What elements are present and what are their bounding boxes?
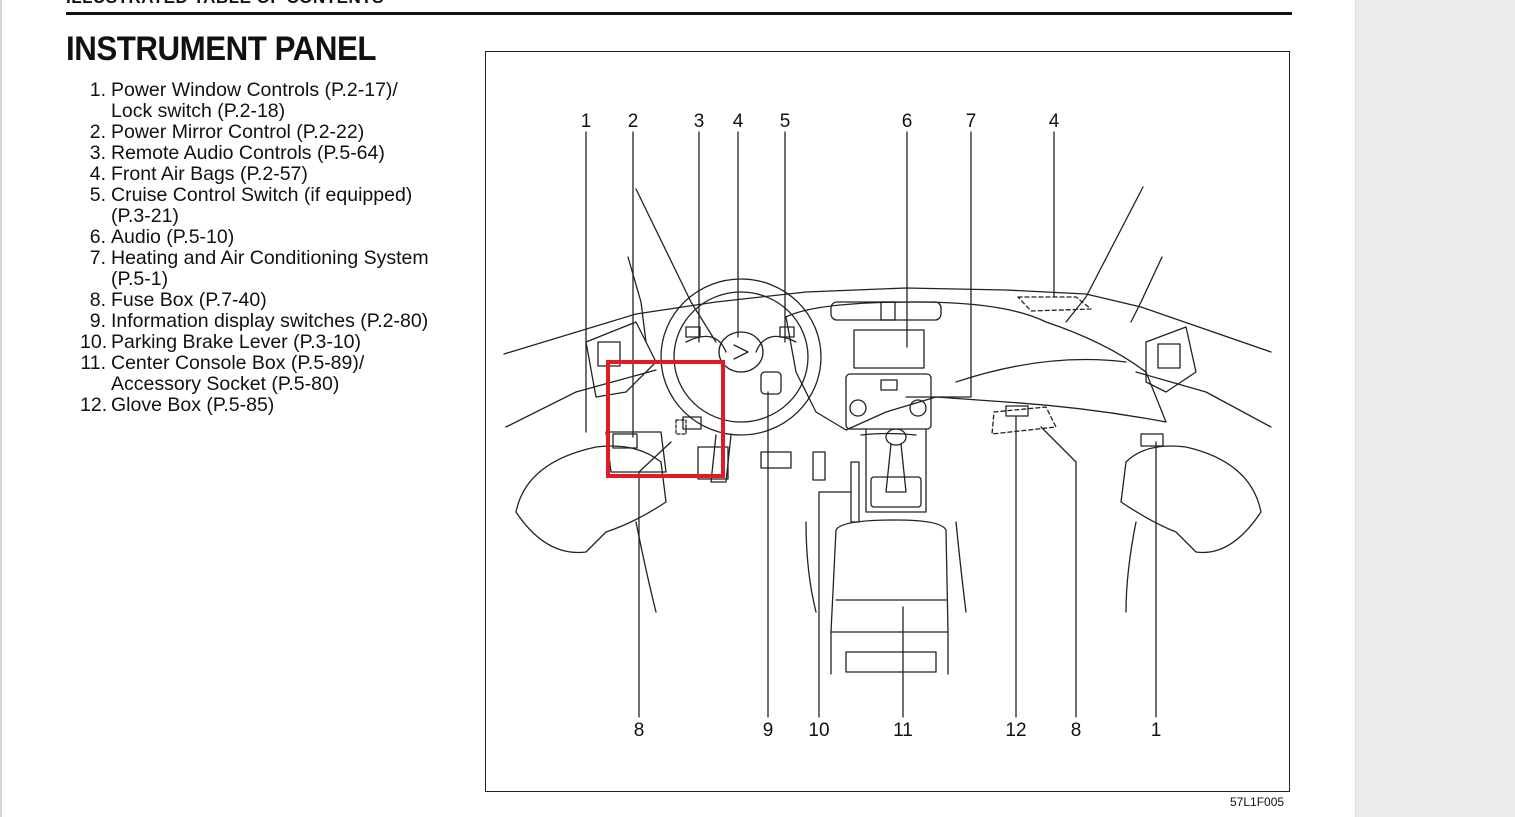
callout-12: 12 [1005,720,1026,741]
list-item: 11.Center Console Box (P.5-89)/Accessory… [80,352,365,395]
callout-10: 10 [808,720,829,741]
left-seat-outline [635,521,817,613]
leader-10 [818,491,852,718]
left-pillar-edge [627,256,647,343]
header-rule [66,12,1292,15]
right-armrest [1120,445,1262,554]
climate-knob-right [909,399,927,417]
steering-spoke-left [685,335,727,353]
shift-knob [885,428,907,446]
leader-8-left [638,441,672,718]
callout-4-right: 4 [1049,111,1060,132]
passenger-airbag-outline [1017,296,1092,312]
leader-8-right [1040,426,1077,718]
list-item: 10.Parking Brake Lever (P.3-10) [80,331,362,353]
list-item: 8.Fuse Box (P.7-40) [89,289,267,311]
callout-11: 11 [893,720,913,741]
highlight-box [606,360,725,478]
cruise-control-buttons [779,326,795,338]
callout-1-right: 1 [1151,720,1162,741]
info-display-switch [760,371,782,395]
center-stack-lower [860,432,917,436]
callout-8-right: 8 [1071,720,1082,741]
left-door-line [505,369,657,428]
audio-control-buttons [685,326,701,338]
hazard-button [880,301,896,321]
steering-wheel-inner [673,291,809,423]
page-left-border [0,0,2,817]
callout-9: 9 [763,720,774,741]
section-header: ILLUSTRATED TABLE OF CONTENTS [66,0,384,8]
accelerator-pedal [697,446,729,480]
fuse-box-outline [675,419,687,435]
right-seat-outline [955,521,1137,613]
center-tunnel [865,429,927,513]
left-door-trim [585,321,657,398]
list-item: 4.Front Air Bags (P.2-57) [89,163,308,185]
parking-brake-pedal [812,451,826,481]
dashboard-top [503,287,1272,355]
list-item: 1.Power Window Controls (P.2-17)/Lock sw… [89,79,398,122]
audio-screen [853,329,925,369]
center-console-box [830,519,949,633]
brake-pedal [760,451,792,469]
right-door-line [1135,371,1272,428]
list-item: 2.Power Mirror Control (P.2-22) [89,121,365,143]
steering-spoke-right [755,335,797,353]
steering-logo [733,344,749,360]
window-switch-icon [612,433,638,449]
right-window-switch [1140,433,1164,447]
callout-2: 2 [628,111,639,132]
list-item: 5.Cruise Control Switch (if equipped)(P.… [89,184,413,227]
right-pillar-edge [1130,256,1163,323]
page-title: INSTRUMENT PANEL [66,30,377,68]
callout-4: 4 [733,111,744,132]
glove-box-outline [991,406,1057,435]
callout-7: 7 [966,111,977,132]
list-item: 12.Glove Box (P.5-85) [80,394,275,416]
list-item: 6.Audio (P.5-10) [89,226,235,248]
console-sides [830,631,949,675]
callout-5: 5 [780,111,791,132]
right-door-trim [1145,326,1197,393]
left-armrest [515,445,667,554]
callout-8: 8 [634,720,645,741]
leader-7 [905,131,972,398]
right-a-pillar [1065,186,1144,323]
list-item: 7.Heating and Air Conditioning System(P.… [89,247,429,290]
glove-box-handle [1005,405,1029,417]
list-item: 3.Remote Audio Controls (P.5-64) [89,142,385,164]
climate-knob-left [849,399,867,417]
climate-display [880,379,898,391]
list-item: 9.Information display switches (P.2-80) [89,310,429,332]
dashboard-contour [955,358,1127,383]
figure-code: 57L1F005 [1230,795,1285,809]
right-vent [1157,343,1181,369]
dashboard-body [785,301,1167,431]
parking-brake-lever [850,461,860,523]
component-list: 1.Power Window Controls (P.2-17)/Lock sw… [80,80,470,416]
shift-gate [870,476,922,508]
shift-lever [885,443,907,493]
callout-1: 1 [581,111,592,132]
callout-6: 6 [902,111,913,132]
power-mirror-control [682,416,702,430]
rear-vent [845,651,937,673]
climate-panel [845,373,932,430]
left-a-pillar [635,188,717,343]
side-panel [1355,0,1515,817]
steering-hub [718,331,764,373]
callout-3: 3 [694,111,705,132]
steering-wheel-rim [660,278,822,436]
